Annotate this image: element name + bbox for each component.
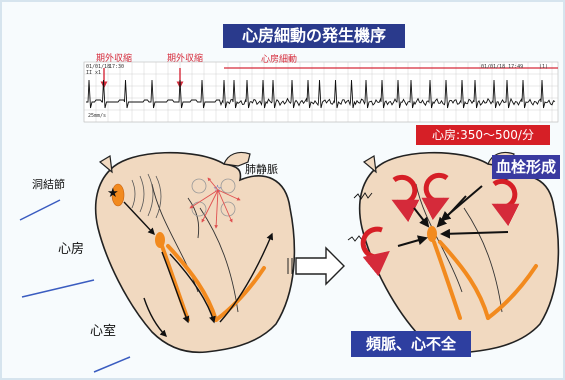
guide-line	[20, 200, 60, 220]
ecg-page: (1)	[539, 64, 548, 70]
af-label: 心房細動	[261, 52, 297, 65]
sa-node-star-icon: ★	[107, 186, 119, 201]
ext-beat-label-1: 期外収縮	[96, 51, 132, 64]
ext-beat-label-2: 期外収縮	[167, 51, 203, 64]
hollow-right-arrow-icon	[288, 248, 344, 284]
av-node-af	[427, 226, 437, 242]
atrium-label: 心房	[58, 238, 84, 257]
clot-label: 血栓形成	[492, 155, 560, 179]
ecg-speed: 25mm/s	[88, 113, 106, 119]
ventricle-label: 心室	[90, 320, 116, 339]
ecg-time-left: 17:30	[109, 64, 124, 70]
slide-title: 心房細動の発生機序	[223, 24, 405, 48]
atrial-rate-badge: 心房:350〜500/分	[416, 125, 550, 145]
pv-label: 肺静脈	[245, 161, 278, 177]
guide-line	[22, 280, 94, 297]
ecg-lead: II x1	[86, 70, 101, 76]
normal-heart: ★ ☆	[96, 152, 295, 352]
ecg-strip	[84, 62, 558, 122]
outcome-label: 頻脈、心不全	[351, 331, 471, 357]
sa-node-label: 洞結節	[32, 176, 65, 192]
guide-line	[94, 357, 130, 372]
ecg-timestamp-right: 01/01/18 17:49	[481, 64, 523, 70]
af-heart	[348, 152, 558, 352]
